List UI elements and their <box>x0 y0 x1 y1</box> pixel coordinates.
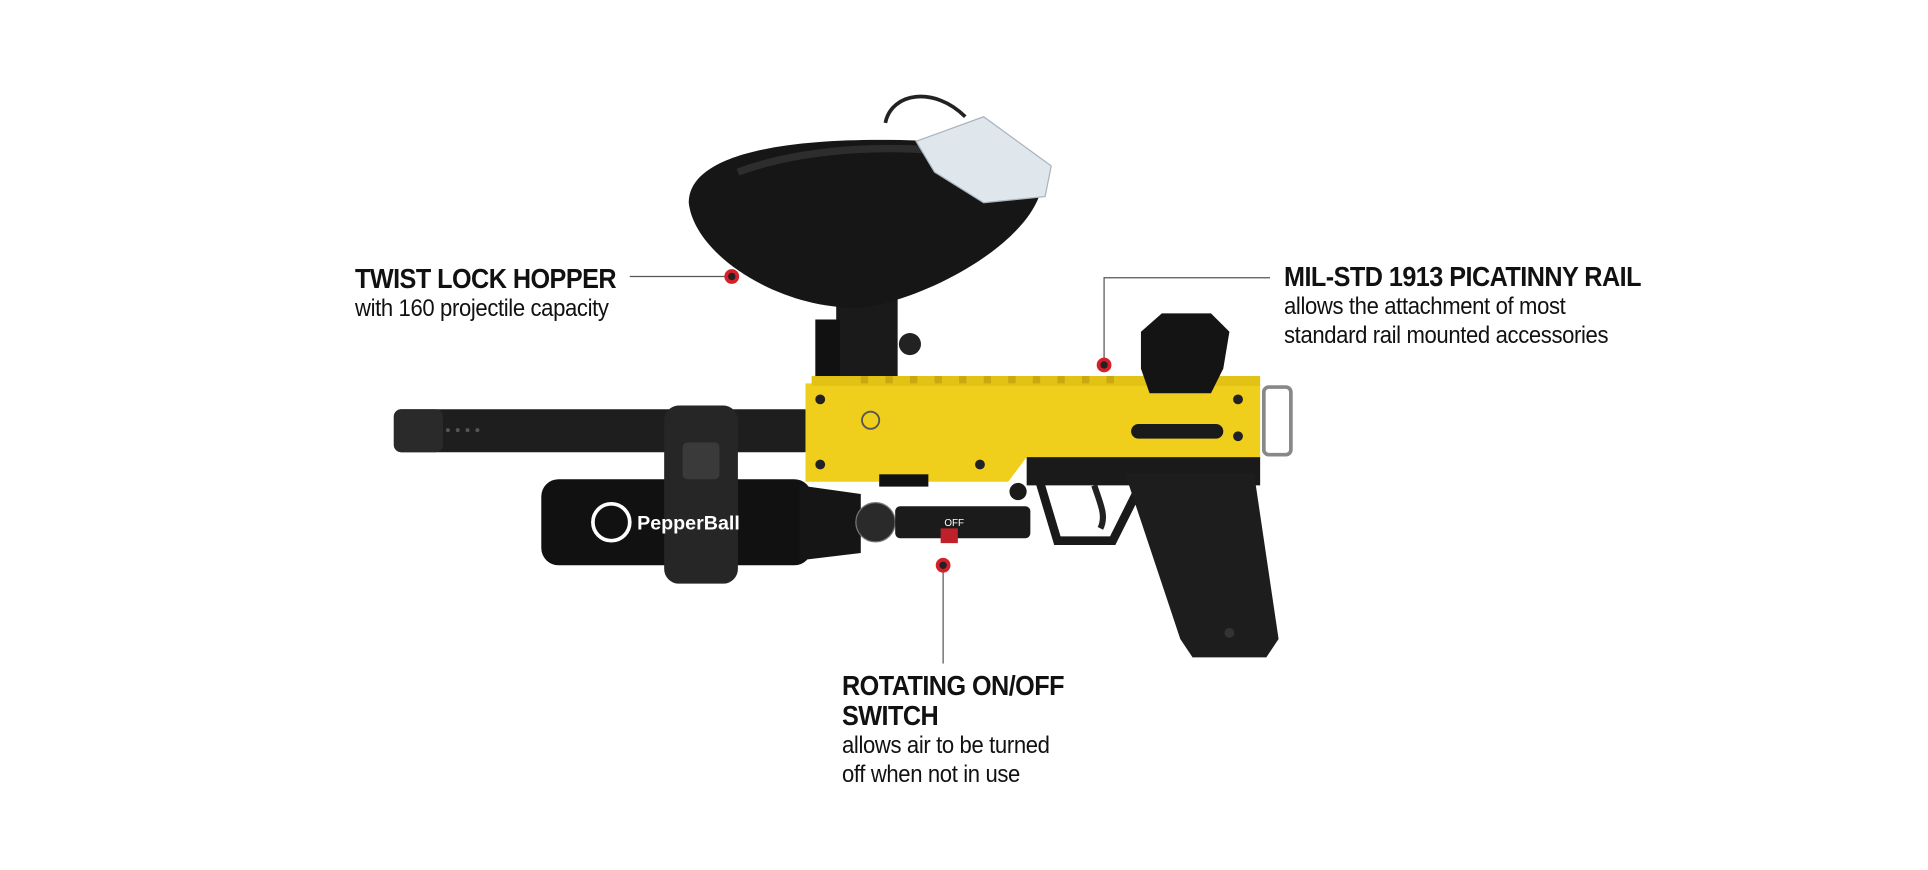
callout-description-line: off when not in use <box>842 761 1020 788</box>
tank-brand-logo: PepperBall <box>637 513 740 535</box>
hopper-marker[interactable] <box>724 269 740 284</box>
callout-twist-lock-hopper: TWIST LOCK HOPPER with 160 projectile ca… <box>355 264 645 323</box>
switch-marker[interactable] <box>935 557 951 573</box>
callout-picatinny-rail: MIL-STD 1913 PICATINNY RAIL allows the a… <box>1284 262 1681 350</box>
callout-description-line: standard rail mounted accessories <box>1284 322 1609 349</box>
rail-leader-line <box>1103 277 1270 359</box>
callout-on-off-switch: ROTATING ON/OFF SWITCH allows air to be … <box>842 671 1102 789</box>
pistol-grip <box>1124 473 1279 658</box>
valve-off-label: OFF <box>944 518 964 529</box>
hopper-lid <box>915 116 1052 204</box>
rail-marker[interactable] <box>1096 357 1112 373</box>
rear-sight <box>1140 313 1230 394</box>
tank-logo-mark <box>591 501 632 543</box>
callout-title: TWIST LOCK HOPPER <box>355 263 617 294</box>
callout-title: ROTATING ON/OFF SWITCH <box>842 670 1064 731</box>
tank-mount-ring <box>664 405 738 584</box>
callout-title: MIL-STD 1913 PICATINNY RAIL <box>1284 261 1641 292</box>
callout-description: with 160 projectile capacity <box>355 295 609 322</box>
callout-description-line: allows air to be turned <box>842 732 1050 759</box>
callout-description-line: allows the attachment of most <box>1284 293 1566 320</box>
